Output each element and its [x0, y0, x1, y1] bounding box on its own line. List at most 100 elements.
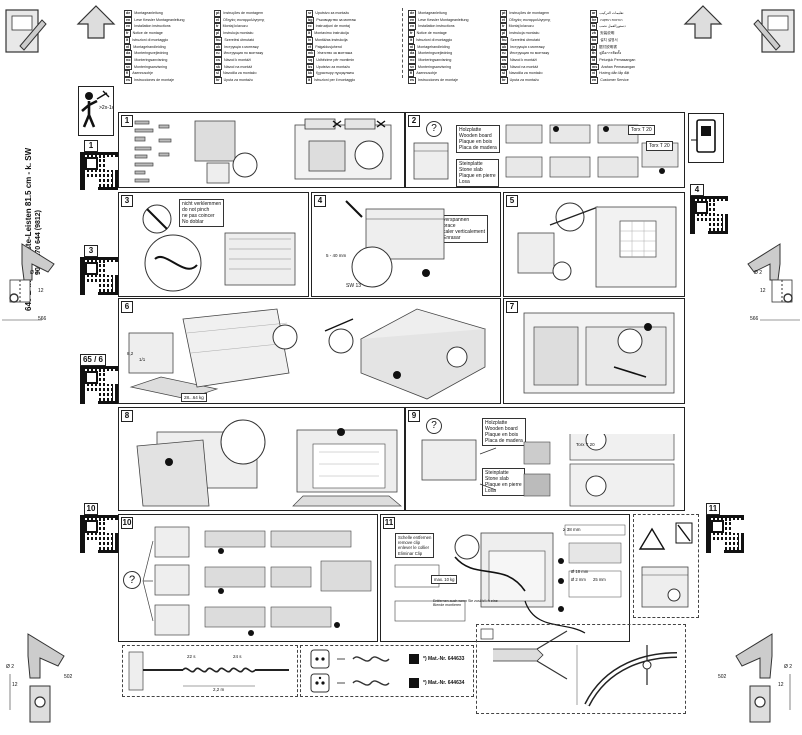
step-number: 4: [314, 195, 326, 207]
mounting-bracket-sketch: [505, 124, 679, 178]
step-number: 6: [121, 301, 133, 313]
qr-code-10[interactable]: [80, 515, 118, 553]
step-number: 10: [121, 517, 133, 529]
drill-icon: [2, 243, 55, 321]
drill-right-2: Ø 2 12 502: [718, 630, 798, 730]
panel6-dim-1: 8,2: [127, 351, 134, 356]
material-number-1: *) Mat.-Nr. 644633: [423, 656, 465, 662]
dim-hose-dia: Ø 18 mm: [571, 569, 589, 574]
drill-distance: 566: [38, 316, 47, 322]
drill-icon: [9, 633, 65, 723]
pencil-paper-icon: [5, 9, 47, 53]
hose-dim-2: 24 s: [233, 654, 242, 659]
drill-distance: 502: [718, 674, 727, 680]
torx-label-1: Torx T 20: [628, 125, 655, 135]
qr-label-11: 11: [706, 503, 720, 515]
warning-icon: [638, 522, 693, 608]
qr-code-3[interactable]: [80, 257, 118, 295]
qr-code-4[interactable]: [690, 196, 728, 234]
drill-diameter: Ø 2: [784, 664, 793, 670]
svg-text:>2x-1x: >2x-1x: [99, 105, 113, 111]
drill-distance: 502: [64, 674, 73, 680]
drill-distance: 566: [750, 316, 759, 322]
question-mark-icon: ?: [426, 418, 442, 434]
worktop-sketch: [421, 434, 675, 507]
drill-diameter: Ø 2: [30, 270, 39, 276]
plinth-options-sketch: [142, 526, 372, 636]
drill-left-2: Ø 2 12 502: [2, 630, 82, 730]
qr-label-1: 1: [84, 140, 98, 152]
parts-box-cables: *) Mat.-Nr. 644633 *) Mat.-Nr. 644634: [300, 645, 474, 697]
drill-diameter: Ø 2: [6, 664, 15, 670]
drill-right-1: Ø 2 12 566: [740, 240, 800, 328]
hose-routing-sketch: [142, 204, 296, 292]
dim-length: 25 mm: [593, 577, 606, 582]
integrated-door-sketch: [523, 312, 675, 394]
qr-code-1[interactable]: [80, 152, 118, 190]
step-number: 2: [408, 115, 420, 127]
qr-label-10: 10: [84, 503, 98, 515]
installer-icon-box: >2x-1x: [78, 86, 115, 136]
qr-label-3: 3: [84, 245, 98, 257]
dishwasher-front-sketch: [345, 200, 445, 288]
step-number: 9: [408, 410, 420, 422]
door-panel-sketch: [128, 308, 487, 400]
side-fixing-sketch: [517, 202, 677, 288]
question-mark-icon: ?: [123, 571, 141, 589]
step-number: 3: [121, 195, 133, 207]
warning-box: [633, 514, 699, 618]
qr-code-11[interactable]: [706, 515, 744, 553]
step-panel-1: 1: [118, 112, 405, 188]
drill-depth: 12: [38, 288, 44, 294]
pencil-paper-icon-right: [753, 9, 795, 53]
hose-dim-3: 2,2 m: [213, 687, 225, 692]
drill-left-1: Ø 2 12 566: [2, 240, 62, 328]
question-mark-icon: ?: [426, 121, 442, 137]
torx-label-2: Torx T 20: [646, 141, 673, 151]
clip-hint: Entfernen auch wenn Sie zusätzlich eine …: [433, 599, 498, 608]
hose-connection-sketch: [394, 524, 626, 634]
qr-code-65[interactable]: [80, 366, 118, 404]
